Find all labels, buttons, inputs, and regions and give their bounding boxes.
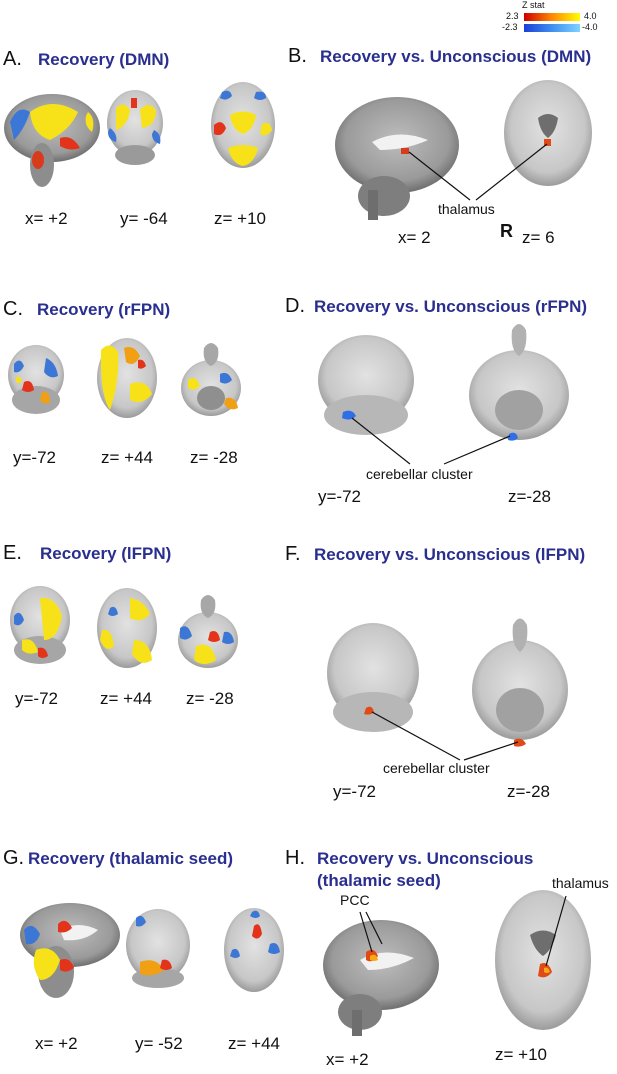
panel-b-title: Recovery vs. Unconscious (DMN) <box>320 47 592 66</box>
panel-c-coord-1: y=-72 <box>13 448 56 467</box>
panel-f-coronal <box>327 623 419 732</box>
panel-h-letter: H. <box>285 847 305 869</box>
panel-a-coord-3: z= +10 <box>214 209 266 228</box>
panel-c-letter: C. <box>3 298 23 320</box>
panel-c-coord-3: z= -28 <box>190 448 238 467</box>
legend-pos-min: 2.3 <box>506 11 519 21</box>
panel-c-coord-2: z= +44 <box>101 448 153 467</box>
panel-a-coord-1: x= +2 <box>25 209 68 228</box>
panel-c-coronal <box>8 345 64 414</box>
panel-f-coord-1: y=-72 <box>333 782 376 801</box>
panel-d-axial <box>469 324 569 441</box>
panel-b-leader-lines <box>408 143 548 201</box>
panel-g-coord-2: y= -52 <box>135 1034 183 1053</box>
panel-a-coord-2: y= -64 <box>120 209 168 228</box>
panel-b-axial <box>504 80 592 186</box>
panel-d-leader-lines <box>351 417 511 465</box>
panel-d-coronal <box>318 335 414 435</box>
panel-f-cerebellar-label: cerebellar cluster <box>383 760 490 776</box>
panel-d-letter: D. <box>285 295 305 317</box>
panel-b-side-marker: R <box>500 221 513 241</box>
panel-d-coord-1: y=-72 <box>318 487 361 506</box>
panel-g-coronal <box>126 909 190 988</box>
panel-e-axial-lower <box>178 595 238 668</box>
panel-h-title-line2: (thalamic seed) <box>317 871 441 890</box>
panel-b-coord-1: x= 2 <box>398 228 431 247</box>
legend-neg-min: -2.3 <box>502 22 518 32</box>
panel-h-axial <box>495 890 591 1030</box>
legend-pos-bar <box>524 13 580 21</box>
panel-h-coord-1: x= +2 <box>326 1050 369 1069</box>
panel-a-coronal <box>107 90 163 165</box>
panel-f-coord-2: z=-28 <box>507 782 550 801</box>
panel-e-axial <box>97 588 157 668</box>
panel-g-letter: G. <box>3 847 25 869</box>
panel-e-letter: E. <box>3 542 22 564</box>
zstat-legend: Z stat 2.3 4.0 -2.3 -4.0 <box>500 0 617 40</box>
panel-a-sagittal <box>4 94 100 187</box>
panel-h-coord-2: z= +10 <box>495 1045 547 1064</box>
panel-f-title: Recovery vs. Unconscious (lFPN) <box>314 545 586 564</box>
panel-b-coord-2: z= 6 <box>522 228 555 247</box>
legend-neg-bar <box>524 24 580 32</box>
panel-g-coord-3: z= +44 <box>228 1034 280 1053</box>
legend-neg-max: -4.0 <box>582 22 598 32</box>
panel-f-leader-lines <box>371 711 519 761</box>
panel-f-letter: F. <box>285 543 301 565</box>
panel-h-thalamus-label: thalamus <box>552 875 609 891</box>
panel-g-axial <box>224 908 284 992</box>
panel-a-letter: A. <box>3 48 22 70</box>
panel-e-coord-1: y=-72 <box>15 689 58 708</box>
panel-e-coord-3: z= -28 <box>186 689 234 708</box>
panel-e-coronal <box>10 586 70 664</box>
panel-a-axial <box>211 82 275 168</box>
panel-b-sagittal <box>335 97 459 220</box>
panel-h-sagittal <box>323 920 439 1036</box>
panel-b-letter: B. <box>288 45 307 67</box>
panel-d-cerebellar-label: cerebellar cluster <box>366 466 473 482</box>
panel-d-title: Recovery vs. Unconscious (rFPN) <box>314 297 588 316</box>
panel-e-coord-2: z= +44 <box>100 689 152 708</box>
panel-h-pcc-label: PCC <box>340 892 370 908</box>
panel-d-coord-2: z=-28 <box>508 487 551 506</box>
panel-g-sagittal <box>20 903 120 998</box>
panel-e-title: Recovery (lFPN) <box>40 544 172 563</box>
panel-a-title: Recovery (DMN) <box>38 50 170 69</box>
panel-h-title-line1: Recovery vs. Unconscious <box>317 849 534 868</box>
legend-title: Z stat <box>522 0 545 10</box>
panel-c-axial <box>97 338 157 418</box>
panel-g-coord-1: x= +2 <box>35 1034 78 1053</box>
panel-f-axial <box>472 618 568 747</box>
panel-c-axial-lower <box>181 343 241 416</box>
panel-h-leader-lines <box>359 895 567 967</box>
panel-b-thalamus-label: thalamus <box>438 201 495 217</box>
panel-c-title: Recovery (rFPN) <box>37 300 171 319</box>
legend-pos-max: 4.0 <box>584 11 597 21</box>
panel-g-title: Recovery (thalamic seed) <box>28 849 234 868</box>
